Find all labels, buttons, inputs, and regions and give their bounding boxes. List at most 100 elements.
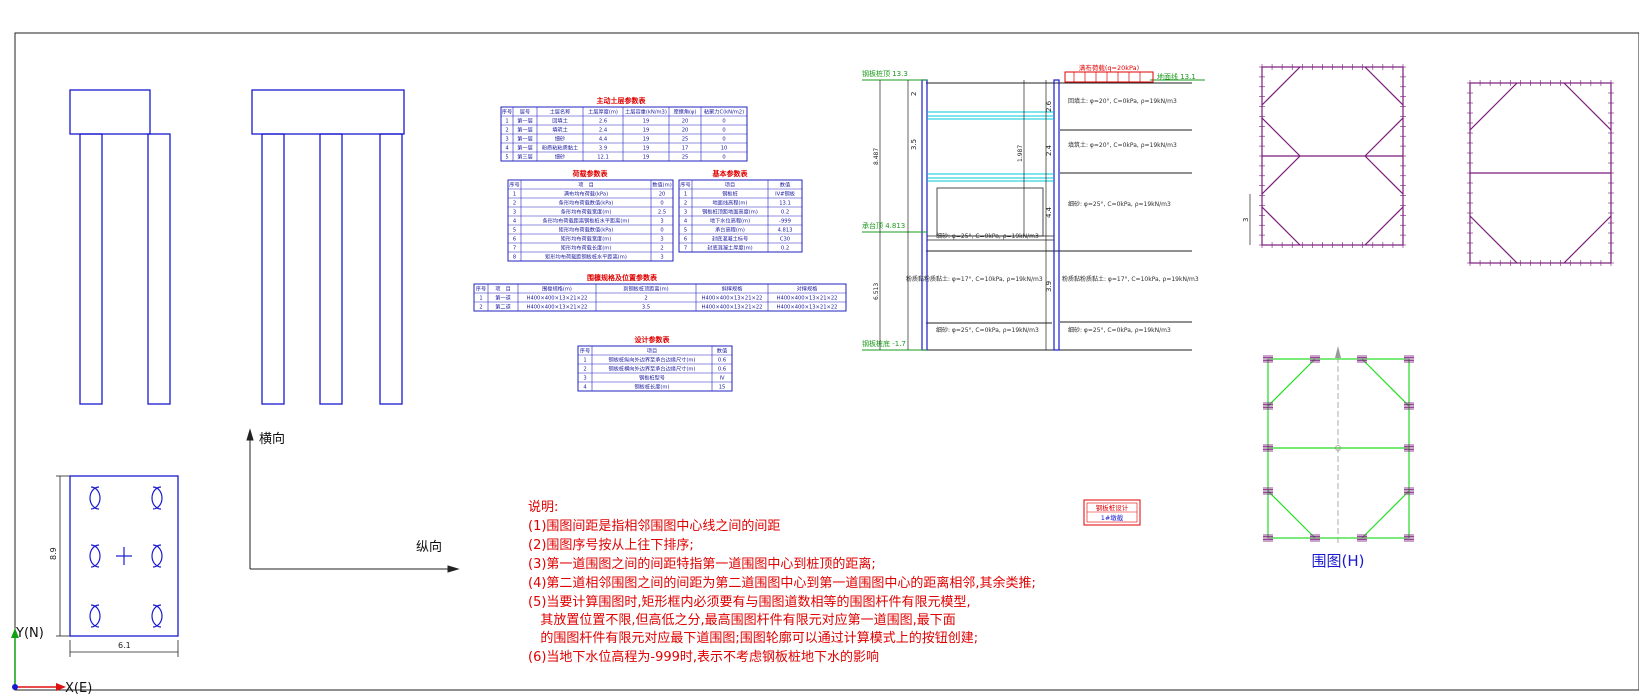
table-cell: 2 <box>505 128 508 134</box>
dim-right-2: 4.4 <box>1045 206 1053 218</box>
table-cell: 19 <box>643 119 650 125</box>
dim-left-0: 2 <box>910 92 918 96</box>
note-line: (6)当地下水位高程为-999时,表示不考虑钢板桩地下水的影响 <box>528 649 879 665</box>
table-cell: 第一道 <box>495 294 511 302</box>
table-cell: 0 <box>722 119 725 125</box>
label-x-axis: X(E) <box>65 681 92 696</box>
table-cell: 条形均布荷载宽度(m) <box>561 208 612 216</box>
table-cell: 封底混凝土标号 <box>712 235 748 243</box>
drawing-border <box>14 32 1639 691</box>
soil-layer-left: 粉质黏粉质黏土: φ=17°, C=10kPa, ρ=19kN/m3 <box>906 275 1043 283</box>
table-cell: 20 <box>682 128 689 134</box>
table-cell: 6 <box>513 237 516 243</box>
table-cell: 3.5 <box>642 305 650 311</box>
table-cell: 矩形均布荷载宽度(m) <box>561 235 612 243</box>
frame-caption: 围图(H) <box>1312 552 1365 570</box>
table-cell: 3 <box>660 255 663 261</box>
frame-plan-2 <box>1469 82 1612 264</box>
table-cell: H400×400×13×21×22 <box>777 296 838 302</box>
table-cell: 20 <box>682 119 689 125</box>
table-cell: 5 <box>513 228 516 234</box>
table-cell: 条形均布荷载数值(kPa) <box>559 199 614 207</box>
table-header-cell: 项目 <box>725 182 735 189</box>
pile-design-button[interactable]: 钢板桩设计 1#墩截 <box>1083 499 1141 526</box>
table-header-cell: 序号 <box>680 181 690 189</box>
table-header-cell: 粘聚力C(kN/m2) <box>704 108 744 116</box>
table-title: 荷载参数表 <box>572 169 609 178</box>
table-cell: 钢板桩长度(m) <box>634 383 669 391</box>
table-cell: 第一层 <box>517 117 533 125</box>
table-header-cell: 数值 <box>717 347 727 355</box>
dim-right-0: 2.6 <box>1045 100 1053 112</box>
table-cell: 0.6 <box>718 358 726 364</box>
table-cell: 5 <box>505 155 508 161</box>
table-cell: 6 <box>684 237 687 243</box>
table-cell: 条形均布荷载距离钢板桩水平距离(m) <box>543 217 630 225</box>
frame-plan-2-ticks <box>1467 80 1614 266</box>
table-title: 设计参数表 <box>635 335 671 344</box>
soil-layer-right: 填筑土: φ=20°, C=0kPa, ρ=19kN/m3 <box>1068 141 1177 149</box>
table-cell: 13.1 <box>779 201 791 207</box>
table-cell: 2 <box>513 201 516 207</box>
table-cell: 细砂 <box>555 153 565 161</box>
table-cell: 15 <box>719 385 726 391</box>
table-cell: 2 <box>479 305 482 311</box>
table-cell: 19 <box>643 155 650 161</box>
table-cell: H400×400×13×21×22 <box>702 296 763 302</box>
parameter-tables: 主动土层参数表序号层号土层名称土层厚度(m)土层容重(kN/m3)摩擦角(φ)粘… <box>473 96 847 392</box>
table-cell: 地下水位高程(m) <box>710 217 750 225</box>
table-header-cell: 项 目 <box>495 286 511 293</box>
table-cell: 粉质粘粘质黏土 <box>542 144 578 152</box>
table-cell: H400×400×13×21×22 <box>527 305 588 311</box>
table-cell: H400×400×13×21×22 <box>777 305 838 311</box>
soil-layer-left: 细砂: φ=25°, C=0kPa, ρ=19kN/m3 <box>936 232 1039 240</box>
table-cell: H400×400×13×21×22 <box>702 305 763 311</box>
table-cell: 2 <box>583 367 586 373</box>
table-cell: 2.6 <box>599 119 607 125</box>
table-cell: 19 <box>643 146 650 152</box>
dim-left-3: 6.513 <box>873 283 880 300</box>
table-cell: 1 <box>505 119 508 125</box>
table-cell: 0 <box>722 155 725 161</box>
frame-plan-1 <box>1261 66 1404 246</box>
table-cell: 矩形均布荷载距钢板桩水平距离(m) <box>545 253 627 261</box>
table-cell: 第一层 <box>517 144 533 152</box>
table-cell: 0 <box>660 201 663 207</box>
soil-layer-right: 回填土: φ=20°, C=0kPa, ρ=19kN/m3 <box>1068 97 1177 105</box>
table-header-cell: 摩擦角(φ) <box>673 108 696 116</box>
table-header-cell: 土层名称 <box>550 108 571 116</box>
section-label-pile-top: 钢板桩顶 13.3 <box>862 69 908 78</box>
table-cell: 4 <box>505 146 509 152</box>
table-cell: 承台高程(m) <box>715 226 745 234</box>
table-cell: 满布均布荷载(kPa) <box>564 190 608 198</box>
table-header-cell: 围檩规格(m) <box>542 285 572 293</box>
table-header-cell: 到钢板桩顶距离(m) <box>623 285 668 293</box>
table-cell: 钢板桩型号 <box>639 374 665 382</box>
note-line: 的围图杆件有限元对应最下道围图;围图轮廓可以通过计算模式上的按钮创建; <box>528 630 978 646</box>
table-cell: 填筑土 <box>552 126 568 134</box>
note-line: (1)围图间距是指相邻围图中心线之间的间距 <box>528 518 780 534</box>
table-cell: 4.4 <box>599 137 608 143</box>
dim-left-1: 3.5 <box>910 139 918 150</box>
section-label-ground: 地面线 13.1 <box>1157 72 1196 81</box>
table-header-cell: 土层厚度(m) <box>588 108 618 116</box>
table-cell: 钢板桩纵向外边界至承台边缘尺寸(m) <box>609 356 696 364</box>
table-cell: H400×400×13×21×22 <box>527 296 588 302</box>
table-cell: 0 <box>722 137 725 143</box>
section-label-cap: 承台顶 4.813 <box>862 221 905 230</box>
table-cell: 4 <box>684 219 688 225</box>
table-header-cell: 层号 <box>520 109 530 116</box>
note-line: (4)第二道相邻围图之间的间距为第二道围图中心到第一道围图中心的距离相邻,其余类… <box>528 575 1036 591</box>
pier-elevation-transverse <box>251 89 405 405</box>
table-cell: 3 <box>660 237 663 243</box>
table-soil: 主动土层参数表序号层号土层名称土层厚度(m)土层容重(kN/m3)摩擦角(φ)粘… <box>500 96 748 162</box>
table-cell: 钢板桩横向外边界至承台边缘尺寸(m) <box>609 365 696 373</box>
table-cell: 3.9 <box>599 146 607 152</box>
table-cell: 矩形均布荷载数值(kPa) <box>559 226 614 234</box>
table-cell: 0.6 <box>718 367 726 373</box>
soil-layer-right: 粉质黏粉质黏土: φ=17°, C=10kPa, ρ=19kN/m3 <box>1062 275 1199 283</box>
frame-plan-h <box>1263 346 1414 545</box>
table-header-cell: 数值 <box>780 181 790 189</box>
